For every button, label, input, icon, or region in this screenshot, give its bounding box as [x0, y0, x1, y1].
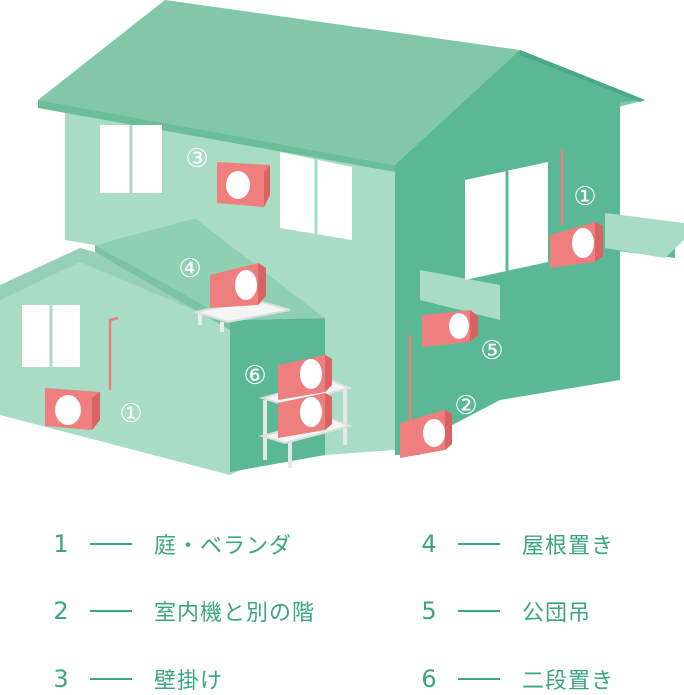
legend-item-5: 5 公団吊	[418, 595, 591, 627]
unit-wall-3	[217, 162, 270, 207]
pipe-left	[108, 316, 119, 390]
legend-label: 公団吊	[522, 601, 592, 626]
middle-block	[95, 218, 325, 330]
legend-label: 屋根置き	[522, 534, 615, 559]
legend-dash	[90, 610, 132, 612]
legend-label: 庭・ベランダ	[154, 534, 293, 559]
legend-dash	[90, 678, 132, 680]
legend-number: 5	[421, 597, 437, 625]
svg-text:②: ②	[454, 391, 477, 421]
svg-text:①: ①	[119, 399, 142, 429]
legend-label: 室内機と別の階	[154, 601, 316, 626]
legend-item-2: 2 室内機と別の階	[50, 595, 315, 627]
legend-item-6: 6 二段置き	[418, 663, 614, 695]
legend-label: 二段置き	[522, 669, 615, 694]
svg-text:③: ③	[185, 144, 208, 174]
legend-item-3: 3 壁掛け	[50, 663, 223, 695]
marker-2: ②	[454, 391, 477, 421]
unit-balcony-1-right	[550, 222, 603, 268]
unit-roof-4	[210, 263, 266, 308]
svg-text:①: ①	[573, 182, 596, 212]
balcony	[420, 213, 684, 320]
svg-text:⑤: ⑤	[480, 336, 503, 366]
marker-5: ⑤	[480, 336, 503, 366]
unit-stack-6-top	[278, 355, 332, 400]
legend-number: 6	[421, 665, 437, 693]
unit-stack-6-bottom	[278, 393, 332, 438]
legend-dash	[458, 610, 500, 612]
house-illustration: ③ ④ ⑥ ① ⑤ ② ①	[0, 0, 684, 475]
svg-text:④: ④	[178, 254, 201, 284]
marker-3: ③	[185, 144, 208, 174]
unit-hang-5	[422, 310, 478, 347]
legend: 1 庭・ベランダ 2 室内機と別の階 3 壁掛け 4 屋根置き 5 公団吊 6 …	[0, 500, 684, 695]
svg-text:⑥: ⑥	[243, 361, 266, 391]
legend-number: 2	[53, 597, 69, 625]
marker-4: ④	[178, 254, 201, 284]
marker-1-right: ①	[573, 182, 596, 212]
window-upper-left	[100, 125, 162, 193]
unit-floor-2	[400, 410, 452, 458]
marker-1-left: ①	[119, 399, 142, 429]
legend-number: 1	[53, 530, 69, 558]
legend-dash	[458, 543, 500, 545]
right-lower-wall	[395, 260, 620, 455]
legend-number: 3	[53, 665, 69, 693]
window-upper-center	[280, 152, 352, 240]
window-right-gable	[465, 162, 548, 280]
window-annex	[22, 305, 80, 367]
legend-label: 壁掛け	[154, 669, 224, 694]
legend-number: 4	[421, 530, 437, 558]
legend-item-4: 4 屋根置き	[418, 528, 614, 560]
legend-item-1: 1 庭・ベランダ	[50, 528, 292, 560]
legend-dash	[458, 678, 500, 680]
legend-dash	[90, 543, 132, 545]
marker-6: ⑥	[243, 361, 266, 391]
unit-garden-1-left	[45, 388, 100, 430]
